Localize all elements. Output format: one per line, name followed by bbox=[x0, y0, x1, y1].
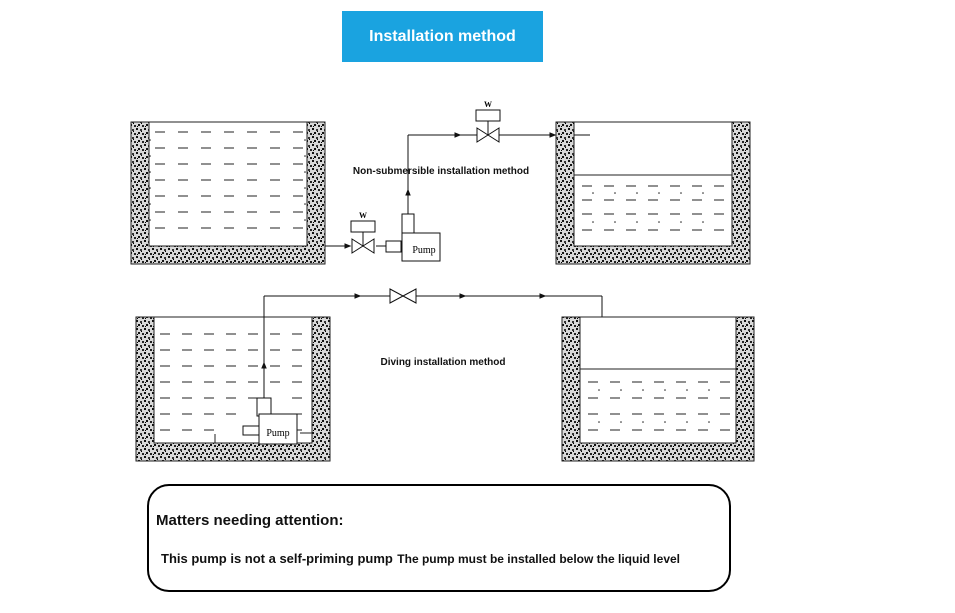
tank-top-right bbox=[555, 121, 751, 265]
tank-top-left bbox=[130, 121, 326, 265]
liquid-lines-bottom-right bbox=[588, 381, 730, 431]
title-text: Installation method bbox=[369, 27, 516, 45]
pump-label-top: Pump bbox=[412, 245, 435, 256]
tank-bottom-right bbox=[561, 316, 755, 462]
attention-text-1: This pump is not a self-priming pump bbox=[161, 551, 393, 566]
tank-bottom-left bbox=[135, 316, 331, 462]
valve-label-2: W bbox=[484, 100, 492, 109]
pump-top bbox=[385, 213, 441, 262]
valve-bottom bbox=[389, 288, 417, 304]
liquid-lines-bottom-left bbox=[160, 333, 302, 431]
title-banner: Installation method bbox=[342, 11, 543, 62]
attention-box: Matters needing attention: This pump is … bbox=[147, 484, 731, 592]
solenoid-valve-top-discharge bbox=[475, 109, 501, 143]
label-diving: Diving installation method bbox=[380, 357, 505, 368]
label-non-submersible: Non-submersible installation method bbox=[353, 166, 529, 177]
pipe-bottom bbox=[261, 293, 603, 398]
pump-label-bottom: Pump bbox=[266, 428, 289, 439]
attention-heading: Matters needing attention: bbox=[156, 512, 344, 529]
valve-label-1: W bbox=[359, 211, 367, 220]
solenoid-valve-top-suction bbox=[350, 220, 376, 254]
attention-line: This pump is not a self-priming pump The… bbox=[161, 550, 680, 568]
installation-diagram: W W Pump Non-submersible installation me… bbox=[130, 100, 755, 462]
liquid-lines-top-right bbox=[582, 185, 724, 231]
attention-text-2: The pump must be installed below the liq… bbox=[397, 552, 680, 566]
liquid-lines-top-left bbox=[155, 131, 303, 229]
pump-bottom bbox=[242, 397, 298, 445]
